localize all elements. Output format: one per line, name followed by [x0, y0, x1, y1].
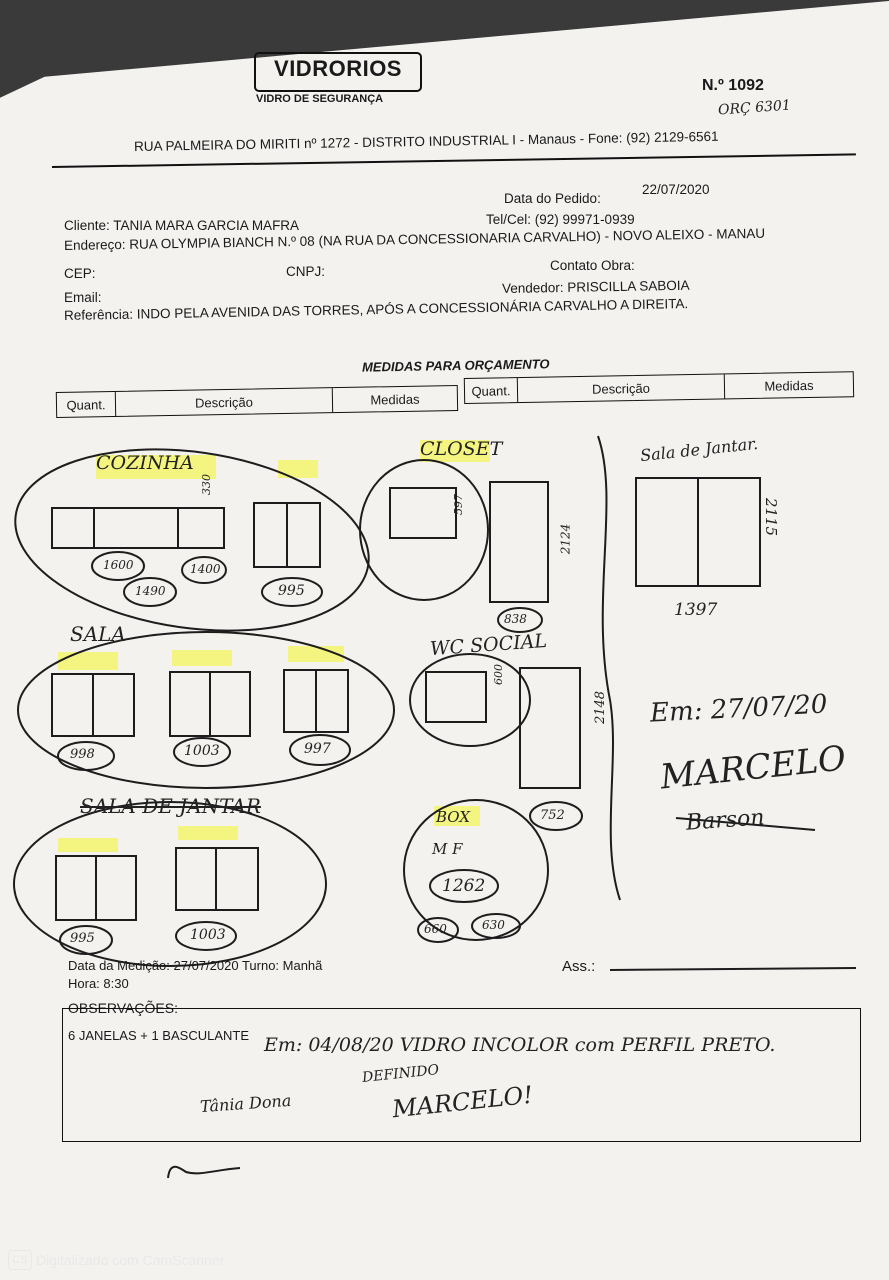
label-box: BOX	[436, 808, 471, 826]
date-label: Data do Pedido:	[504, 191, 601, 206]
highlight-closet	[420, 440, 490, 462]
order-number: N.º 1092	[702, 77, 764, 94]
sala-ellipse	[17, 631, 395, 789]
cozinha-window	[51, 507, 225, 549]
brand-logo-frame	[254, 52, 422, 92]
jantar-ellipse	[13, 801, 327, 967]
measure: 997	[304, 741, 331, 757]
highlight-sala-3	[288, 646, 344, 662]
closet-ellipse	[359, 459, 489, 601]
phone-line: Tel/Cel: (92) 99971-0939	[486, 212, 635, 227]
measure: 660	[424, 922, 447, 936]
measure: 1490	[135, 584, 166, 598]
camscanner-text: Digitalizado com CamScanner	[36, 1252, 225, 1268]
measure: 330	[200, 474, 213, 495]
highlight-jantar-2	[178, 826, 238, 840]
camscanner-icon: CS	[8, 1250, 32, 1270]
measure: 1003	[190, 927, 226, 943]
email-label: Email:	[64, 290, 102, 305]
measure: 1400	[190, 562, 221, 576]
divider-line	[597, 435, 621, 901]
highlight-sala-1	[58, 652, 118, 670]
box-ellipse	[403, 799, 549, 941]
label-sala-de-jantar: SALA DE JANTAR	[80, 794, 261, 818]
client-line: Cliente: TANIA MARA GARCIA MAFRA	[64, 218, 300, 233]
cep-label: CEP:	[64, 266, 96, 281]
measure: 2124	[558, 523, 573, 555]
obs-hand-1: Em: 04/08/20 VIDRO INCOLOR com PERFIL PR…	[264, 1034, 776, 1056]
measure: 597	[452, 494, 465, 515]
observations-box	[62, 1008, 861, 1142]
ass-label: Ass.:	[562, 958, 596, 975]
cnpj-label: CNPJ:	[286, 264, 326, 279]
highlight-jantar-1	[58, 838, 118, 852]
label-cozinha: COZINHA	[96, 452, 194, 474]
highlight-2	[278, 460, 318, 478]
measure: 1600	[103, 558, 134, 572]
measure: 2115	[762, 497, 781, 537]
measure: 1262	[442, 876, 486, 896]
highlight-box	[434, 806, 480, 826]
highlight-cozinha	[96, 455, 216, 479]
measure: 1003	[184, 743, 220, 759]
label-closet: CLOSET	[420, 438, 503, 460]
date-value: 22/07/2020	[642, 182, 710, 197]
contato-label: Contato Obra:	[550, 258, 635, 273]
highlight-sala-2	[172, 650, 232, 666]
measure: 630	[482, 918, 505, 932]
label-mf: M F	[432, 840, 463, 858]
measure: 2148	[593, 690, 609, 725]
brand-tagline: VIDRO DE SEGURANÇA	[256, 93, 384, 105]
measure: 995	[278, 583, 305, 599]
label-sala: SALA	[70, 622, 126, 646]
obs-text: 6 JANELAS + 1 BASCULANTE	[68, 1028, 249, 1043]
measure: 995	[70, 931, 95, 946]
measure: 1397	[674, 600, 718, 620]
measure: 752	[540, 808, 565, 823]
measure: 600	[492, 664, 505, 685]
brand-logo: VIDRORIOS	[274, 56, 402, 81]
measure: 998	[70, 747, 95, 762]
hora-line: Hora: 8:30	[68, 976, 129, 991]
medicao-line: Data da Medição: 27/07/2020 Turno: Manhã	[68, 958, 323, 973]
closet-door	[489, 481, 549, 603]
closet-window	[389, 487, 457, 539]
measure: 838	[504, 612, 527, 626]
